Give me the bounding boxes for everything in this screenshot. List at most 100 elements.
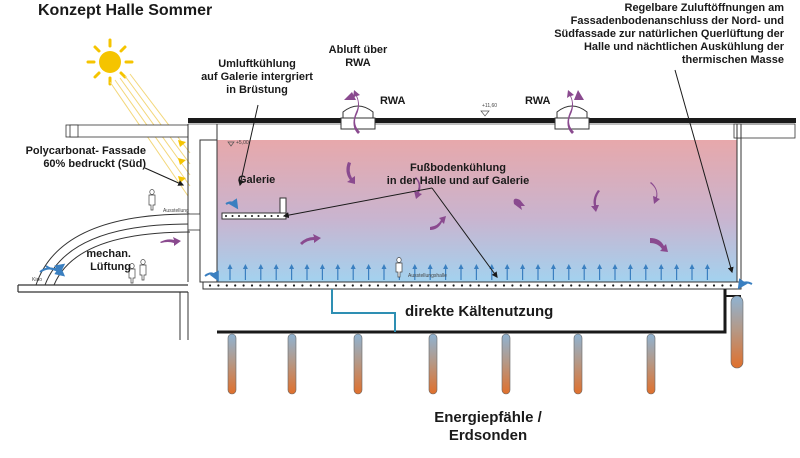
page-title: Konzept Halle Sommer xyxy=(38,2,213,19)
floor-cooling-dot xyxy=(418,284,422,287)
arrow-up-icon xyxy=(643,264,649,280)
floor-cooling-dot xyxy=(259,284,262,287)
mechan-line-2: Lüftung xyxy=(90,261,131,273)
floor-cooling-dot xyxy=(662,284,665,287)
mechan-label: mechan. Lüftung xyxy=(85,248,131,274)
arrow-up-icon xyxy=(473,264,479,280)
arrow-up-icon xyxy=(381,264,387,280)
floor-cooling-dot xyxy=(712,284,716,287)
floor-cooling-dot xyxy=(301,284,304,287)
arrow-up-icon xyxy=(350,264,356,280)
fussboden-line-2: in der Halle und auf Galerie xyxy=(386,175,530,187)
arrow-up-icon xyxy=(335,264,341,280)
level-mark-roof xyxy=(480,110,490,117)
gallery-floor xyxy=(221,197,287,220)
hall-volume xyxy=(217,140,737,282)
floor-cooling-dot xyxy=(318,284,321,287)
floor-cooling-dot xyxy=(376,284,380,287)
zuluft-line-3: Südfassade zur natürlichen Querlüftung d… xyxy=(554,28,784,40)
polycarbonat-label: Polycarbonat- Fassade 60% bedruckt (Süd) xyxy=(4,145,146,171)
arrow-up-icon xyxy=(704,264,710,280)
polycarbonat-line-2: 60% bedruckt (Süd) xyxy=(43,158,146,170)
abluft-label: Abluft über RWA xyxy=(318,44,398,70)
floor-cooling-dot xyxy=(528,284,531,287)
floor-cooling-dot xyxy=(486,284,489,287)
floor-slab xyxy=(202,281,742,290)
energy-piles xyxy=(227,295,744,395)
arrow-up-icon xyxy=(319,264,325,280)
energy-pile xyxy=(428,333,438,395)
gallery-cooling-dot xyxy=(231,215,234,217)
arrow-up-icon xyxy=(504,264,510,280)
abluft-line-1: Abluft über xyxy=(328,44,388,56)
floor-cooling-dot xyxy=(343,284,346,287)
leader-lines xyxy=(144,69,734,278)
gallery-cooling-dot xyxy=(270,215,273,217)
zuluft-line-4: Halle und nächtlichen Auskühlung der xyxy=(583,41,784,53)
floor-cooling-dot xyxy=(687,284,690,287)
energy-pile xyxy=(730,295,744,369)
rwa-dome-left xyxy=(340,105,376,130)
fussboden-line-1: Fußbodenkühlung xyxy=(410,162,506,174)
level-galerie: +5,00 xyxy=(236,140,249,146)
floor-cooling-dot xyxy=(427,284,430,287)
arrow-up-icon xyxy=(427,264,433,280)
floor-cooling-dot xyxy=(704,284,707,287)
floor-cooling-dots xyxy=(208,284,732,287)
floor-cooling-dot xyxy=(502,284,506,287)
energy-pile xyxy=(353,333,363,395)
gallery-cooling-dot xyxy=(244,215,247,217)
floor-cooling-dot xyxy=(469,284,472,287)
sun-icon xyxy=(86,38,134,86)
floor-cooling-dot xyxy=(637,284,640,287)
arrow-up-icon xyxy=(674,264,680,280)
rwa-exhaust-arrows xyxy=(344,90,584,134)
arrow-up-icon xyxy=(550,264,556,280)
fussboden-label: Fußbodenkühlung in der Halle und auf Gal… xyxy=(378,162,538,188)
energy-pile xyxy=(227,333,237,395)
floor-cooling-dot xyxy=(696,284,699,287)
zuluft-line-5: thermischen Masse xyxy=(681,54,784,66)
arrow-up-icon xyxy=(597,264,603,280)
floor-cooling-dot xyxy=(670,284,674,287)
floor-cooling-dot xyxy=(536,284,539,287)
floor-cooling-dot xyxy=(309,284,312,287)
floor-cooling-dot xyxy=(721,284,724,287)
galerie-label: Galerie xyxy=(238,174,276,186)
floor-cooling-dot xyxy=(393,284,396,287)
floor-cooling-dot xyxy=(385,284,388,287)
arrow-up-icon xyxy=(273,264,279,280)
floor-cooling-dot xyxy=(410,284,413,287)
person-icon xyxy=(128,189,403,284)
warm-air-arrows xyxy=(160,162,668,252)
rwa-label-right: RWA xyxy=(525,95,551,107)
floor-cooling-dot xyxy=(477,284,480,287)
arrow-up-icon xyxy=(258,264,264,280)
floor-cooling-dot xyxy=(225,284,228,287)
arrow-up-icon xyxy=(658,264,664,280)
arrow-up-icon xyxy=(227,264,233,280)
ausstellungshalle-label: Ausstellungshalle xyxy=(408,273,447,279)
abluft-line-2: RWA xyxy=(345,57,371,69)
floor-cooling-dot xyxy=(729,284,732,287)
umluft-line-1: Umluftkühlung xyxy=(218,58,296,70)
floor-cooling-dot xyxy=(645,284,648,287)
floor-cooling-dot xyxy=(242,284,245,287)
umluft-label: Umluftkühlung auf Galerie intergriert in… xyxy=(182,58,332,97)
roof xyxy=(65,118,796,139)
inlet-arrows xyxy=(39,198,753,290)
floor-cooling-dot xyxy=(435,284,438,287)
floor-cooling-dot xyxy=(612,284,615,287)
floor-cooling-dot xyxy=(628,284,632,287)
gallery-cooling-dot xyxy=(277,215,279,217)
floor-cooling-dot xyxy=(276,284,279,287)
floor-cooling-dot xyxy=(208,284,212,287)
arrow-up-icon xyxy=(689,264,695,280)
gallery-cooling-dots xyxy=(225,215,279,217)
left-building xyxy=(17,213,201,340)
zuluft-line-1: Regelbare Zuluftöffnungen am xyxy=(624,2,785,14)
floor-cooling-dot xyxy=(334,284,338,287)
level-roof: +11,60 xyxy=(482,103,498,109)
floor-cooling-dot xyxy=(234,284,237,287)
